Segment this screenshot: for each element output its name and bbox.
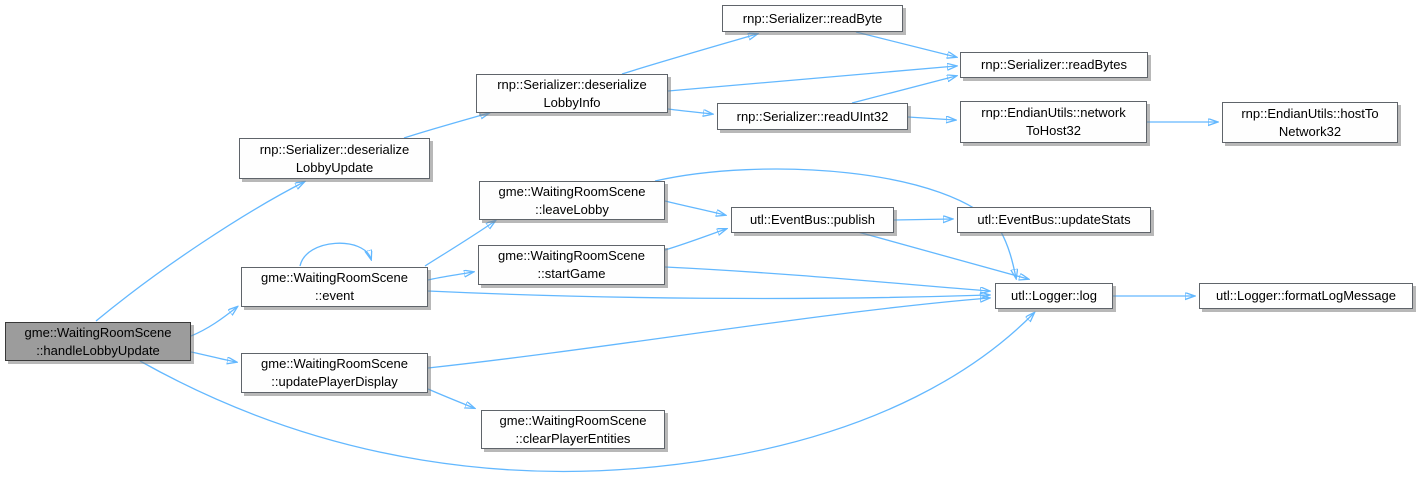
edge-start-game-to-log (664, 266, 989, 291)
edge-update-player-display-to-clear-player-entities (427, 388, 474, 408)
node-label: rnp::Serializer::readUInt32 (736, 108, 889, 124)
edge-leave-lobby-to-log (654, 168, 1016, 278)
edge-event-to-start-game (427, 272, 473, 281)
edge-publish-to-update-stats (893, 219, 952, 220)
node-publish[interactable]: utl::EventBus::publish (731, 207, 894, 233)
node-network-to-host32[interactable]: rnp::EndianUtils::network ToHost32 (960, 101, 1147, 143)
edge-publish-to-log (857, 231, 1028, 279)
node-label: rnp::Serializer::readBytes (981, 57, 1127, 72)
node-label: gme::WaitingRoomScene (498, 183, 646, 199)
node-label: utl::Logger::log (1010, 288, 1097, 303)
node-handle-lobby-update[interactable]: gme::WaitingRoomScene ::handleLobbyUpdat… (5, 322, 191, 361)
edge-event-to-log (427, 290, 989, 298)
edge-read-uint32-to-read-bytes (851, 76, 956, 104)
edge-event-to-event-self-loop (299, 242, 371, 267)
node-label: ::startGame (537, 266, 606, 281)
node-deserialize-lobby-info[interactable]: rnp::Serializer::deserialize LobbyInfo (476, 74, 668, 113)
node-log[interactable]: utl::Logger::log (995, 283, 1113, 309)
node-label: gme::WaitingRoomScene (498, 248, 645, 263)
node-label: rnp::EndianUtils::hostTo (1241, 105, 1379, 121)
node-leave-lobby[interactable]: gme::WaitingRoomScene ::leaveLobby (479, 181, 665, 220)
node-label: ::handleLobbyUpdate (36, 342, 160, 358)
node-label: rnp::EndianUtils::network (981, 105, 1126, 120)
node-label: gme::WaitingRoomScene (261, 270, 408, 285)
node-label: ::updatePlayerDisplay (271, 374, 398, 389)
edge-deserialize-lobby-info-to-read-byte (621, 34, 757, 75)
node-label: utl::EventBus::publish (749, 212, 876, 227)
edge-update-player-display-to-log (427, 298, 989, 369)
node-event[interactable]: gme::WaitingRoomScene ::event (241, 267, 428, 307)
node-read-uint32[interactable]: rnp::Serializer::readUInt32 (717, 103, 908, 130)
node-label: Network32 (1278, 123, 1342, 139)
node-clear-player-entities[interactable]: gme::WaitingRoomScene ::clearPlayerEntit… (481, 410, 665, 449)
edge-event-to-leave-lobby (424, 221, 495, 267)
node-label: gme::WaitingRoomScene (24, 324, 172, 340)
edge-deserialize-lobby-info-to-read-bytes (667, 66, 956, 92)
node-host-to-network32[interactable]: rnp::EndianUtils::hostTo Network32 (1222, 102, 1398, 143)
node-label: ::clearPlayerEntities (515, 430, 631, 446)
edge-read-uint32-to-network-to-host32 (907, 117, 955, 120)
node-label: rnp::Serializer::deserialize (259, 141, 410, 157)
edge-handle-lobby-update-to-log (139, 313, 1034, 473)
edge-deserialize-lobby-update-to-deserialize-lobby-info (403, 113, 489, 139)
node-start-game[interactable]: gme::WaitingRoomScene ::startGame (478, 245, 665, 285)
node-label: ::event (314, 288, 355, 303)
node-deserialize-lobby-update[interactable]: rnp::Serializer::deserialize LobbyUpdate (239, 138, 430, 179)
node-label: ToHost32 (1026, 123, 1081, 138)
node-label: rnp::Serializer::deserialize (497, 76, 647, 92)
node-label: rnp::Serializer::readByte (742, 10, 883, 26)
node-label: utl::EventBus::updateStats (977, 212, 1131, 227)
node-read-byte[interactable]: rnp::Serializer::readByte (722, 5, 903, 32)
edge-handle-lobby-update-to-update-player-display (190, 351, 236, 362)
edge-start-game-to-publish (664, 229, 726, 251)
node-format-log-message[interactable]: utl::Logger::formatLogMessage (1199, 283, 1413, 309)
node-label: ::leaveLobby (535, 201, 609, 217)
node-update-stats[interactable]: utl::EventBus::updateStats (957, 207, 1151, 233)
node-update-player-display[interactable]: gme::WaitingRoomScene ::updatePlayerDisp… (241, 353, 428, 393)
edge-read-byte-to-read-bytes (855, 31, 956, 57)
edge-handle-lobby-update-to-event (190, 307, 237, 337)
edge-leave-lobby-to-publish (664, 200, 725, 215)
edge-deserialize-lobby-info-to-read-uint32 (667, 108, 712, 114)
node-label: LobbyUpdate (295, 159, 374, 175)
node-label: utl::Logger::formatLogMessage (1216, 288, 1396, 303)
node-read-bytes[interactable]: rnp::Serializer::readBytes (960, 52, 1148, 78)
edge-handle-lobby-update-to-deserialize-lobby-update (95, 182, 304, 322)
node-label: LobbyInfo (543, 94, 601, 110)
node-label: gme::WaitingRoomScene (499, 412, 647, 428)
node-label: gme::WaitingRoomScene (261, 356, 408, 371)
